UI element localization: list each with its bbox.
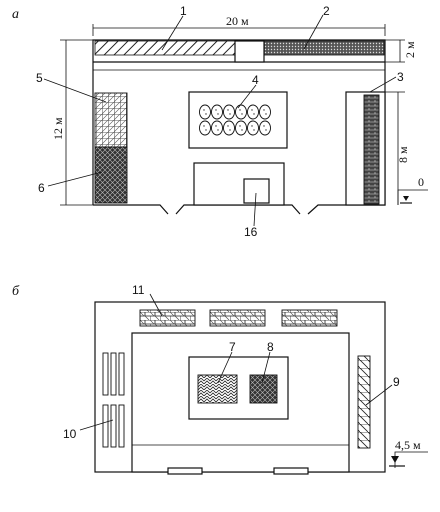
storage-strip-2 xyxy=(263,40,385,56)
storage-11-c xyxy=(281,309,338,327)
dim-8m-line xyxy=(385,91,405,205)
leader-1 xyxy=(161,15,184,51)
stack-6 xyxy=(94,146,128,204)
callout-11: 11 xyxy=(132,283,145,297)
dim-20m-label: 20 м xyxy=(226,14,249,28)
callout-6: 6 xyxy=(38,181,45,195)
panel-b-letter: б xyxy=(12,284,20,299)
lower-block xyxy=(193,162,285,206)
object-4-frame xyxy=(188,91,288,149)
stack-3 xyxy=(363,94,380,205)
zero-level-label: 0 xyxy=(418,175,424,189)
level-45-label: 4,5 м xyxy=(395,438,421,452)
callout-16: 16 xyxy=(244,225,258,239)
storage-11-a xyxy=(139,309,196,327)
leader-7 xyxy=(217,351,233,384)
gate-16 xyxy=(243,178,270,204)
leader-3 xyxy=(369,76,397,93)
dim-8m-label: 8 м xyxy=(396,146,410,163)
callout-5: 5 xyxy=(36,71,43,85)
callout-1: 1 xyxy=(180,4,187,18)
callout-3: 3 xyxy=(397,70,404,84)
object-7 xyxy=(197,374,238,404)
top-band-gap xyxy=(234,40,265,63)
callout-10: 10 xyxy=(63,427,77,441)
object-8 xyxy=(249,374,278,404)
callout-8: 8 xyxy=(267,340,274,354)
stack-5 xyxy=(94,92,128,148)
callout-9: 9 xyxy=(393,375,400,389)
dim-2m-line xyxy=(385,39,405,63)
callout-2: 2 xyxy=(323,4,330,18)
stack-9 xyxy=(357,355,371,449)
object-4-items xyxy=(199,104,271,136)
leader-16 xyxy=(253,192,257,227)
callout-7: 7 xyxy=(229,340,236,354)
leader-8 xyxy=(261,351,271,384)
zero-level-marker: 0 xyxy=(397,175,428,205)
leader-5 xyxy=(43,78,107,103)
leader-2 xyxy=(303,14,324,50)
level-45-marker: 4,5 м xyxy=(389,438,428,468)
leader-6 xyxy=(47,171,103,187)
dim-12m-label: 12 м xyxy=(51,117,65,140)
dim-20m-line xyxy=(92,24,386,36)
leader-10 xyxy=(79,419,114,431)
leader-11 xyxy=(149,293,163,317)
storage-11-b xyxy=(209,309,266,327)
leader-9 xyxy=(365,384,393,406)
storage-strip-1 xyxy=(94,40,236,56)
racks-10 xyxy=(102,352,125,448)
door-right xyxy=(273,467,309,475)
panel-a: a xyxy=(12,4,428,239)
leader-4 xyxy=(237,84,257,109)
panel-a-letter: a xyxy=(12,7,19,22)
door-left xyxy=(167,467,203,475)
dim-2m-label: 2 м xyxy=(403,41,417,58)
panel-b: б 4,5 м xyxy=(12,283,428,475)
dim-12m-line xyxy=(60,39,93,206)
callout-4: 4 xyxy=(252,73,259,87)
